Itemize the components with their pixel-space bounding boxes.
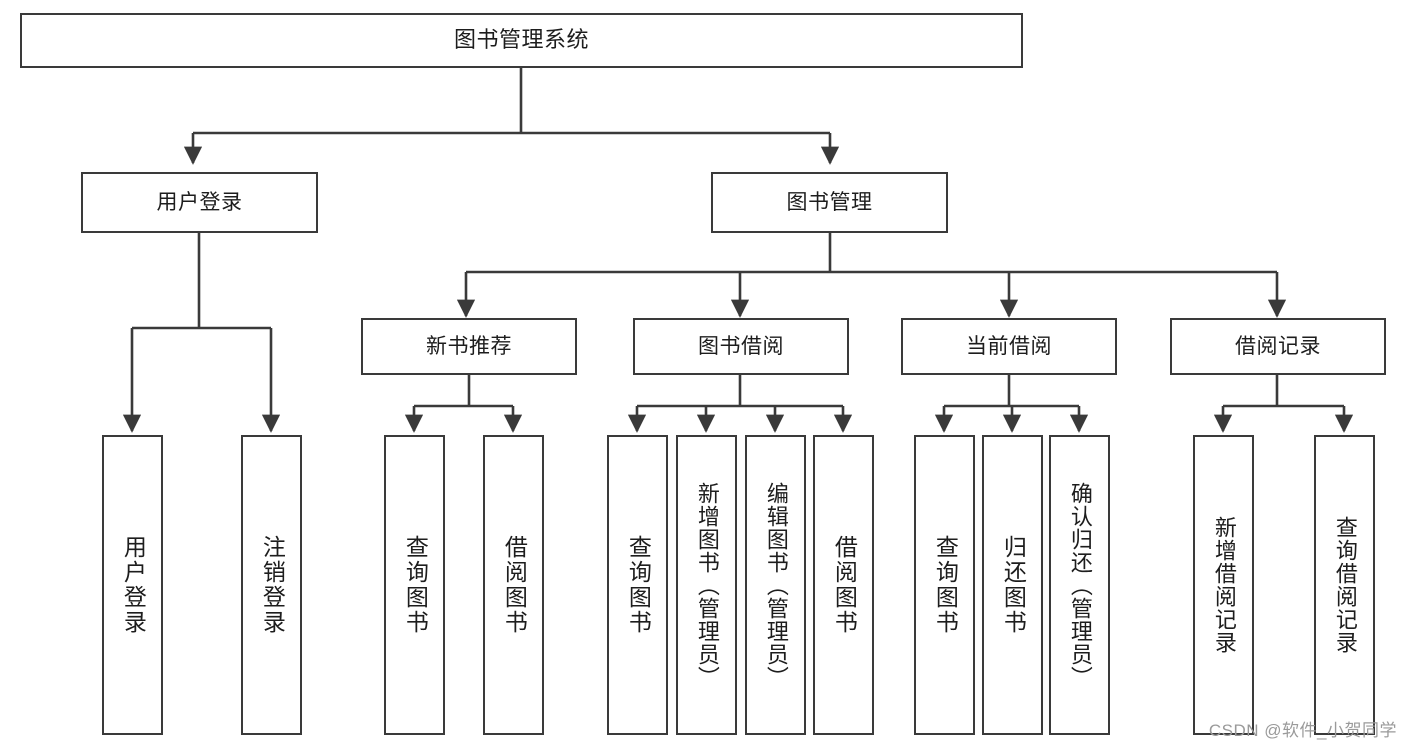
node-label: 图书管理系统: [453, 27, 589, 53]
node-label: 查询图书: [402, 535, 429, 635]
leaf-current-borrow-return-book[interactable]: 归还图书: [982, 435, 1043, 735]
leaf-book-borrow-add-book-admin[interactable]: 新增图书（管理员）: [676, 435, 737, 735]
node-book-management[interactable]: 图书管理: [711, 172, 948, 233]
node-label: 借阅图书: [501, 535, 528, 635]
leaf-book-borrow-borrow-book[interactable]: 借阅图书: [813, 435, 874, 735]
leaf-current-borrow-query-book[interactable]: 查询图书: [914, 435, 975, 735]
node-book-borrow[interactable]: 图书借阅: [633, 318, 849, 375]
node-new-book-recommend[interactable]: 新书推荐: [361, 318, 577, 375]
leaf-user-login-login[interactable]: 用户登录: [102, 435, 163, 735]
node-label: 注销登录: [259, 535, 286, 635]
leaf-borrow-record-add-record[interactable]: 新增借阅记录: [1193, 435, 1254, 735]
node-label: 用户登录: [156, 190, 243, 214]
node-label: 编辑图书（管理员）: [763, 481, 789, 689]
node-label: 查询图书: [932, 535, 959, 635]
leaf-user-login-logout[interactable]: 注销登录: [241, 435, 302, 735]
node-label: 图书借阅: [698, 334, 784, 358]
node-label: 当前借阅: [966, 334, 1052, 358]
node-label: 新增借阅记录: [1211, 516, 1237, 654]
watermark-text: CSDN @软件_小贺同学: [1208, 721, 1397, 740]
node-label: 确认归还（管理员）: [1067, 481, 1093, 689]
node-label: 查询借阅记录: [1332, 516, 1358, 654]
node-label: 图书管理: [786, 190, 873, 214]
node-user-login[interactable]: 用户登录: [81, 172, 318, 233]
leaf-book-borrow-query-book[interactable]: 查询图书: [607, 435, 668, 735]
node-label: 借阅图书: [831, 535, 858, 635]
node-label: 借阅记录: [1235, 334, 1321, 358]
leaf-book-borrow-edit-book-admin[interactable]: 编辑图书（管理员）: [745, 435, 806, 735]
node-root-system[interactable]: 图书管理系统: [20, 13, 1023, 68]
node-label: 归还图书: [1000, 535, 1027, 635]
leaf-new-book-query-book[interactable]: 查询图书: [384, 435, 445, 735]
node-label: 新增图书（管理员）: [694, 481, 720, 689]
node-borrow-record[interactable]: 借阅记录: [1170, 318, 1386, 375]
node-current-borrow[interactable]: 当前借阅: [901, 318, 1117, 375]
leaf-borrow-record-query-record[interactable]: 查询借阅记录: [1314, 435, 1375, 735]
node-label: 新书推荐: [426, 334, 512, 358]
node-label: 用户登录: [120, 535, 147, 635]
node-label: 查询图书: [625, 535, 652, 635]
leaf-current-borrow-confirm-return-admin[interactable]: 确认归还（管理员）: [1049, 435, 1110, 735]
leaf-new-book-borrow-book[interactable]: 借阅图书: [483, 435, 544, 735]
